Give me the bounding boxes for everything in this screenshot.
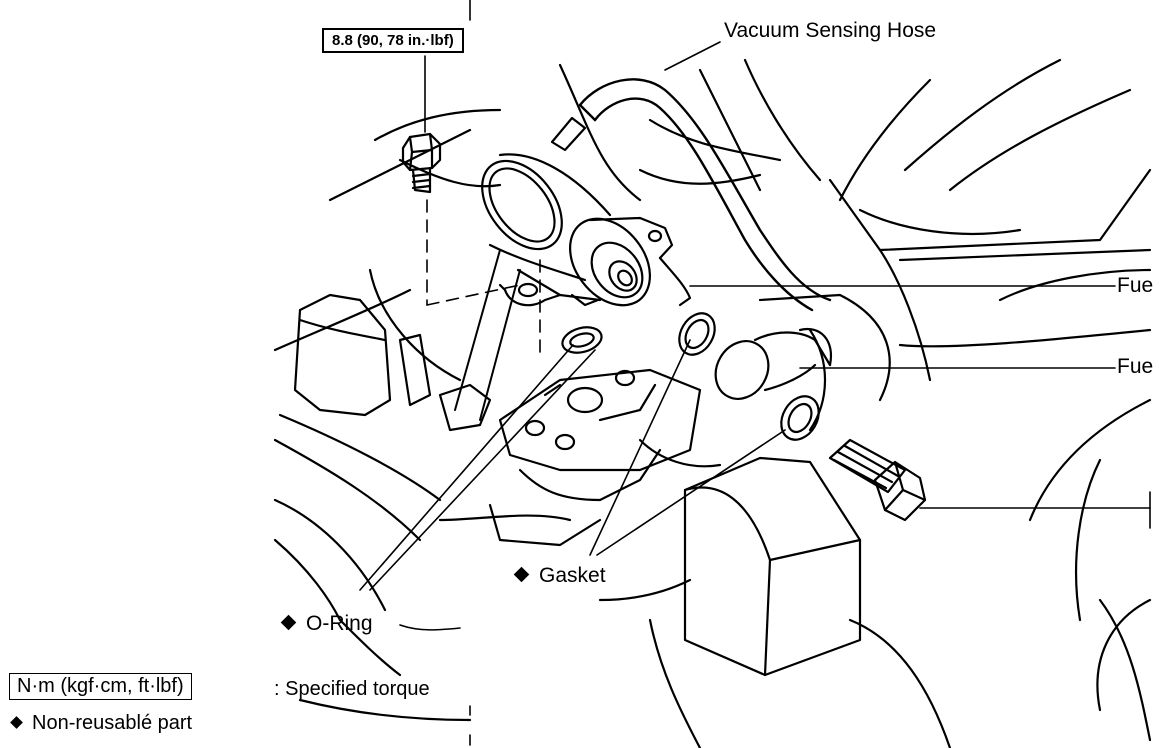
gasket-parts [678, 312, 820, 441]
legend-torque-unit: N·m (kgf·cm, ft·lbf) [17, 675, 184, 697]
manifold-block [293, 249, 702, 502]
nonreusable-diamond-icon [280, 614, 297, 631]
label-fuel-upper: Fue [1117, 274, 1154, 297]
legend-torque-desc: : Specified torque [274, 678, 430, 700]
nonreusable-diamond-icon [10, 716, 23, 729]
nonreusable-diamond-icon [513, 566, 530, 583]
vacuum-hose [578, 41, 832, 312]
label-gasket: Gasket [513, 564, 606, 588]
legend-nonreusable: Non-reusablé part [10, 711, 193, 735]
cover-box [683, 456, 862, 677]
label-o-ring-text: O-Ring [306, 612, 373, 635]
torque-spec-box: 8.8 (90, 78 in.·lbf) [322, 28, 464, 53]
mounting-bolt [401, 132, 442, 194]
o-ring-part [561, 326, 603, 354]
label-fuel-lower: Fue [1117, 355, 1154, 378]
legend-torque-unit-box: N·m (kgf·cm, ft·lbf) [9, 673, 192, 700]
torque-spec-value: 8.8 (90, 78 in.·lbf) [332, 32, 454, 49]
label-vacuum-sensing-hose: Vacuum Sensing Hose [724, 19, 937, 42]
legend-nonreusable-text: Non-reusablé part [32, 712, 193, 734]
label-gasket-text: Gasket [539, 564, 606, 587]
fuel-pressure-regulator [481, 116, 692, 307]
union-bolt [828, 438, 927, 522]
label-o-ring: O-Ring [280, 612, 373, 636]
alignment-lines [426, 199, 541, 361]
engine-outline [273, 58, 1152, 748]
leader-lines [359, 0, 1151, 746]
